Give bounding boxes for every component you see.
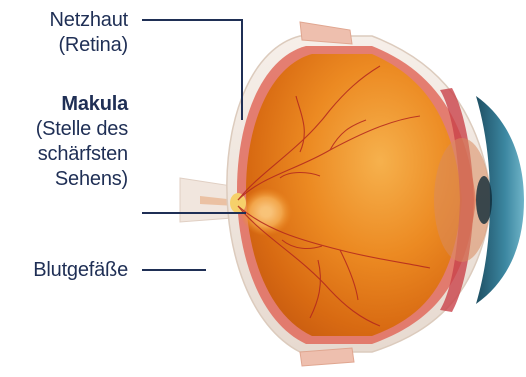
label-makula: Makula (Stelle des schärfsten Sehens) [0,92,128,192]
label-netzhaut-line1: Netzhaut [0,8,128,33]
label-makula-title: Makula [0,92,128,117]
label-netzhaut: Netzhaut (Retina) [0,8,128,58]
pupil [476,176,492,224]
label-makula-line2: schärfsten [0,142,128,167]
label-makula-line3: Sehens) [0,167,128,192]
fovea [261,207,271,217]
label-makula-line1: (Stelle des [0,117,128,142]
leader-netzhaut [142,20,242,120]
label-blutgefaesse-text: Blutgefäße [0,258,128,283]
muscle-top [300,22,352,44]
label-blutgefaesse: Blutgefäße [0,258,128,283]
label-netzhaut-line2: (Retina) [0,33,128,58]
